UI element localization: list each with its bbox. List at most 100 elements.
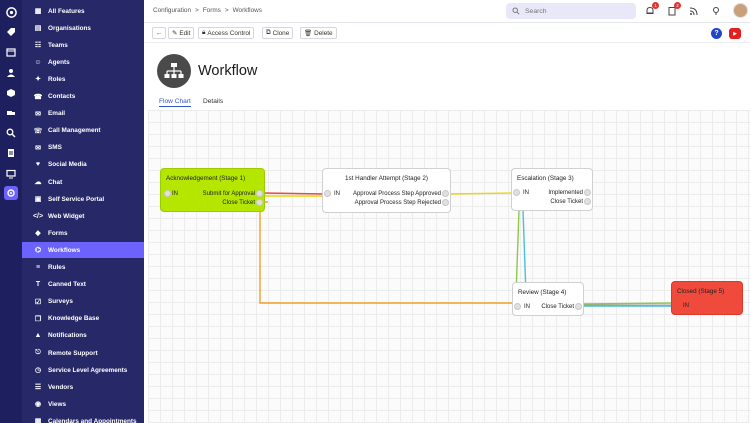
box-icon[interactable]	[4, 86, 18, 100]
sidebar-item-calendars-and-appointments[interactable]: ▦Calendars and Appointments	[22, 413, 144, 423]
sidebar-item-workflows[interactable]: ⌬Workflows	[22, 242, 144, 259]
sidebar-item-surveys[interactable]: ☑ Surveys	[22, 294, 144, 310]
sidebar-item-label: Surveys	[48, 298, 73, 306]
node-title: Escalation (Stage 3)	[517, 175, 574, 182]
edit-button[interactable]: ✎ Edit	[168, 27, 195, 39]
sidebar-item-social-media[interactable]: ♥Social Media	[22, 157, 144, 173]
sidebar-item-call-management[interactable]: ☏Call Management	[22, 123, 144, 139]
sidebar-item-all-features[interactable]: ▦ All Features	[22, 3, 144, 19]
sidebar-item-views[interactable]: ◉ Views	[22, 396, 144, 412]
sidebar-item-sms[interactable]: ✉SMS	[22, 140, 144, 156]
breadcrumb-workflows: Workflows	[232, 7, 262, 14]
sidebar-item-label: Rules	[48, 264, 66, 271]
output-label: Approval Process Step Rejected	[354, 200, 441, 206]
sidebar-item-label: All Features	[48, 7, 85, 15]
sidebar-item-self-service-portal[interactable]: ▣ Self Service Portal	[22, 191, 144, 207]
sidebar-item-teams[interactable]: ☷Teams	[22, 37, 144, 53]
access-control-button[interactable]: 🔒︎ Access Control	[198, 27, 255, 39]
search-box[interactable]	[506, 3, 636, 19]
output-port[interactable]	[584, 198, 591, 205]
search-input[interactable]	[525, 7, 625, 15]
calendar-icon[interactable]	[4, 45, 18, 59]
sidebar-item-web-widget[interactable]: </>Web Widget	[22, 208, 144, 224]
sidebar-item-label: Contacts	[48, 93, 76, 100]
sidebar-item-label: Chat	[48, 178, 63, 186]
sidebar-item-label: Views	[48, 400, 67, 408]
stage-node-acknowledgement[interactable]: Acknowledgement (Stage 1) IN Submit for …	[160, 168, 265, 212]
sidebar-item-label: Notifications	[48, 332, 87, 340]
sidebar-item-label: Self Service Portal	[48, 195, 105, 203]
sidebar-item-remote-support[interactable]: ⎋Remote Support	[22, 345, 144, 361]
book-icon: ❐	[34, 315, 42, 323]
input-port[interactable]	[513, 189, 520, 196]
monitor-icon[interactable]	[4, 167, 18, 181]
input-label: IN	[334, 191, 340, 197]
lightbulb-icon[interactable]	[710, 5, 722, 17]
output-port[interactable]	[575, 303, 582, 310]
sidebar-item-notifications[interactable]: ▲Notifications	[22, 328, 144, 344]
sidebar-item-vendors[interactable]: ☰Vendors	[22, 379, 144, 395]
clone-button[interactable]: ⧉ Clone	[262, 27, 294, 39]
notification-bell-icon[interactable]: 1	[644, 2, 659, 17]
person-icon[interactable]	[4, 66, 18, 80]
breadcrumb-forms[interactable]: Forms	[202, 7, 221, 14]
sidebar-item-organisations[interactable]: ▤Organisations	[22, 20, 144, 36]
stage-node-closed[interactable]: Closed (Stage 5) IN	[671, 281, 743, 315]
portal-icon: ▣	[34, 196, 42, 204]
sidebar-item-service-level-agreements[interactable]: ◷Service Level Agreements	[22, 362, 144, 378]
output-port[interactable]	[256, 199, 263, 206]
input-port[interactable]	[324, 190, 331, 197]
page-header: Workflow Flow Chart Details	[144, 44, 750, 110]
sidebar-item-rules[interactable]: ≡ Rules	[22, 260, 144, 276]
home-icon[interactable]	[4, 5, 18, 19]
output-label: Approval Process Step Approved	[352, 191, 441, 197]
stage-node-review[interactable]: Review (Stage 4) IN Close Ticket	[512, 282, 584, 316]
youtube-icon[interactable]: ▶	[729, 28, 741, 39]
stage-node-escalation[interactable]: Escalation (Stage 3) IN Implemented Clos…	[511, 168, 593, 211]
output-port[interactable]	[442, 190, 449, 197]
rules-icon: ≡	[35, 264, 41, 271]
input-port[interactable]	[514, 303, 521, 310]
output-label: Implemented	[548, 190, 583, 196]
workflow-icon	[157, 54, 191, 88]
eye-icon: ◉	[34, 401, 42, 409]
sidebar-item-roles[interactable]: ✦Roles	[22, 71, 144, 87]
settings-icon[interactable]	[4, 186, 18, 200]
help-icon[interactable]: ?	[711, 28, 722, 39]
grid-icon: ▦	[34, 8, 42, 15]
tab-details[interactable]: Details	[203, 98, 224, 105]
survey-icon: ☑	[34, 298, 42, 306]
rss-icon[interactable]	[688, 5, 700, 17]
edge-review-to-closed-green	[579, 302, 677, 305]
output-port[interactable]	[442, 199, 449, 206]
clipboard-icon[interactable]: 2	[666, 2, 681, 17]
output-port[interactable]	[584, 189, 591, 196]
output-port[interactable]	[256, 190, 263, 197]
user-avatar[interactable]	[733, 3, 748, 18]
sidebar-item-knowledge-base[interactable]: ❐Knowledge Base	[22, 311, 144, 327]
back-button[interactable]: ←	[152, 27, 167, 39]
truck-icon[interactable]	[4, 106, 18, 120]
breadcrumb-configuration[interactable]: Configuration	[153, 7, 192, 14]
tag-icon[interactable]	[4, 25, 18, 39]
contacts-icon: ☎	[33, 93, 43, 101]
delete-button[interactable]: 🗑︎ Delete	[300, 27, 337, 39]
sidebar-item-forms[interactable]: ◆Forms	[22, 225, 144, 241]
flow-chart-canvas[interactable]	[148, 110, 750, 423]
tab-flow-chart[interactable]: Flow Chart	[159, 98, 191, 107]
sidebar-item-contacts[interactable]: ☎ Contacts	[22, 89, 144, 105]
sidebar-item-email[interactable]: ✉Email	[22, 106, 144, 122]
breadcrumb: Configuration > Forms > Workflows	[153, 7, 262, 14]
input-port[interactable]	[164, 190, 171, 197]
stage-node-handler-attempt[interactable]: 1st Handler Attempt (Stage 2) IN Approva…	[322, 168, 451, 213]
sidebar-item-agents[interactable]: ☺Agents	[22, 54, 144, 70]
sidebar-item-label: Organisations	[48, 24, 91, 32]
sidebar-item-chat[interactable]: ☁ Chat	[22, 174, 144, 190]
document-icon[interactable]	[4, 146, 18, 160]
node-row: Close Ticket	[512, 198, 592, 207]
search-icon[interactable]	[4, 126, 18, 140]
sidebar-item-label: Canned Text	[48, 281, 86, 289]
chat-icon: ☁	[34, 179, 42, 186]
search-icon	[512, 2, 520, 20]
